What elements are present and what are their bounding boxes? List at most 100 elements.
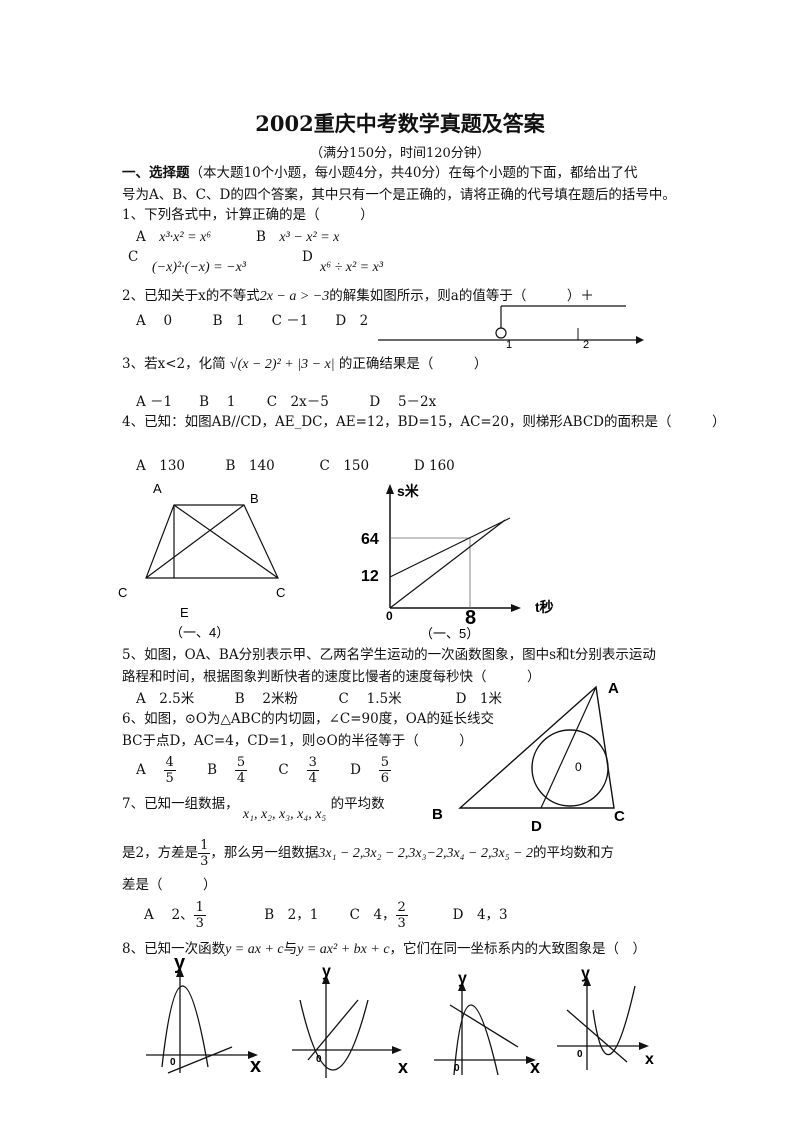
q2-stem: 2、已知关于x的不等式2x − a > −3的解集如图所示，则a的值等于（ ）＋ — [122, 287, 594, 306]
q8a-origin: 0 — [170, 1057, 176, 1068]
q8b-x-label: x — [398, 1057, 408, 1077]
q7-line3: 差是（ ） — [122, 877, 217, 893]
q6-label-o: 0 — [575, 760, 582, 774]
q1-option-b: B x³ − x² = x — [256, 228, 339, 247]
q2-stem-expr: 2x − a > −3 — [259, 289, 330, 304]
q1-c-expr: (−x)²·(−x) = −x³ — [152, 258, 246, 277]
q8-stem-mid: 与 — [283, 941, 298, 957]
q5-origin: 0 — [386, 609, 393, 623]
q7-a-pre: A 2、 — [144, 907, 194, 923]
q7-line2-pre: 是2，方差是 — [122, 845, 199, 861]
q7-var-num: 1 — [198, 838, 211, 854]
q6-label-d: D — [531, 818, 542, 835]
q3-stem-expr: √(x − 2)² + |3 − x| — [229, 357, 335, 372]
q6-line1: 6、如图，⊙O为△ABC的内切圆，∠C=90度，OA的延长线交 — [122, 711, 495, 727]
q1-option-a: A x³·x² = x⁶ — [136, 228, 211, 247]
q1-d-expr: x⁶ ÷ x² = x³ — [320, 258, 383, 277]
q7-c-pre: C 4， — [349, 907, 396, 923]
q2-options: A 0 B 1 C －1 D 2 — [136, 313, 369, 329]
section-intro-line2: 号为A、B、C、D的四个答案，其中只有一个是正确的，请将正确的代号填在题后的括号… — [122, 187, 676, 203]
q2-tick-2: 2 — [583, 339, 589, 350]
q8-graph-b: y x 0 — [292, 963, 408, 1078]
q2-tick-1: 1 — [506, 339, 512, 350]
q8c-y-label: y — [458, 970, 467, 987]
q6-c-den: 4 — [308, 771, 317, 786]
q5-y-axis-label: s米 — [397, 483, 420, 499]
q5-caption: （一、5） — [420, 626, 479, 641]
q7-d: D 4，3 — [452, 907, 508, 923]
q2-stem-pre: 2、已知关于x的不等式 — [122, 288, 260, 304]
q7-stem-expr: x₁, x₂, x₃, x₄, x₅ — [242, 807, 327, 822]
q6-d-num: 5 — [378, 755, 392, 771]
q4-label-c-left: C — [118, 585, 127, 600]
q8-graph-a: y x 0 — [146, 955, 261, 1077]
q1-a-expr: x³·x² = x⁶ — [159, 230, 212, 245]
q6-c-num: 3 — [306, 755, 319, 771]
q1-stem: 1、下列各式中，计算正确的是（ ） — [122, 207, 374, 223]
q4-stem: 4、已知：如图AB//CD，AE_DC，AE=12，BD=15，AC=20，则梯… — [122, 414, 726, 430]
q8d-x-label: x — [645, 1051, 654, 1068]
q5-line2: 路程和时间，根据图象判断快者的速度比慢者的速度每秒快（ ） — [122, 669, 541, 685]
q5-options: A 2.5米 B 2米粉 C 1.5米 D 1米 — [136, 691, 503, 707]
q8-stem-expr1: y = ax + c — [225, 942, 284, 957]
q5-line1: 5、如图，OA、BA分别表示甲、乙两名学生运动的一次函数图象，图中s和t分别表示… — [122, 647, 656, 663]
q8b-origin: 0 — [316, 1054, 322, 1065]
q8a-x-label: x — [250, 1055, 261, 1077]
q7-a-num: 1 — [193, 900, 206, 916]
q8-graph-d: y x 0 — [557, 965, 654, 1070]
q8c-x-label: x — [530, 1057, 540, 1077]
q5-y-tick-12: 12 — [361, 568, 379, 585]
q3-stem-post: 的正确结果是（ ） — [338, 356, 488, 372]
q8a-y-label: y — [174, 955, 186, 974]
q8-stem: 8、已知一次函数y = ax + c与y = ax² + bx + c，它们在同… — [122, 940, 646, 959]
q7-c-den: 3 — [397, 916, 406, 931]
q1-c-label: C — [128, 249, 139, 265]
q8d-origin: 0 — [577, 1049, 583, 1060]
q6-label-a: A — [608, 680, 619, 697]
q6-a-den: 5 — [165, 771, 174, 786]
q7-a-den: 3 — [195, 916, 204, 931]
q8-stem-pre: 8、已知一次函数 — [122, 941, 226, 957]
q7-stem-pre: 7、已知一组数据， — [122, 796, 239, 812]
q4-label-b: B — [250, 491, 259, 506]
q4-label-a: A — [153, 481, 162, 496]
q8-stem-expr2: y = ax² + bx + c — [297, 942, 390, 957]
q2-number-line: 1 2 — [378, 305, 644, 350]
q7-line2-post: 的平均数和方 — [533, 845, 615, 861]
page-title: 2002重庆中考数学真题及答案 — [255, 111, 545, 136]
q3-options: A －1 B 1 C 2x－5 D 5－2x — [136, 394, 437, 410]
q8d-y-label: y — [581, 965, 590, 982]
q6-d-den: 6 — [380, 771, 390, 786]
q6-b-num: 5 — [234, 755, 248, 771]
q6-line2: BC于点D，AC=4，CD=1，则⊙O的半径等于（ ） — [122, 733, 473, 749]
q8-graph-c: y x 0 — [434, 970, 540, 1077]
q7-var-den: 3 — [200, 854, 209, 869]
q4-label-c-right: C — [276, 585, 285, 600]
q6-a-num: 4 — [163, 755, 176, 771]
q4-caption: （一、4） — [170, 625, 229, 640]
q6-a-label: A — [136, 762, 146, 778]
section-intro-text: （本大题10个小题，每小题4分，共40分）在每个小题的下面，都给出了代 — [189, 165, 638, 181]
q6-label-c: C — [614, 808, 625, 825]
q8-stem-post: ，它们在同一坐标系内的大致图象是（ ） — [389, 941, 647, 957]
q7-stem-post: 的平均数 — [330, 796, 385, 812]
q1-a-label: A — [136, 229, 146, 245]
q5-x-tick-8: 8 — [465, 607, 476, 629]
q7-stem: 7、已知一组数据， x₁, x₂, x₃, x₄, x₅ 的平均数 — [122, 795, 385, 822]
q7-b: B 2，1 — [264, 907, 319, 923]
q5-y-tick-64: 64 — [361, 531, 379, 548]
q1-d-expr-text: x⁶ ÷ x² = x³ — [320, 260, 384, 275]
q1-b-expr: x³ − x² = x — [279, 230, 340, 245]
q2-stem-post: 的解集如图所示，则a的值等于（ ）＋ — [329, 288, 594, 304]
q1-b-label: B — [256, 229, 266, 245]
